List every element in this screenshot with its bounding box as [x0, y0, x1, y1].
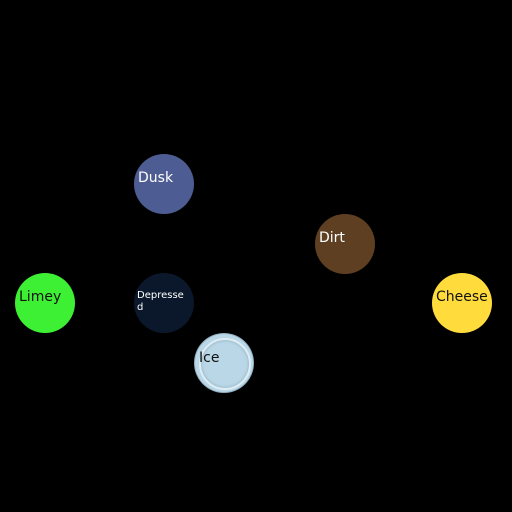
swatch-label-depressed: Depressed	[137, 290, 184, 313]
color-swatch-dusk[interactable]: Dusk	[134, 154, 194, 214]
color-swatch-ice[interactable]: Ice	[194, 333, 254, 393]
color-swatch-limey[interactable]: Limey	[15, 273, 75, 333]
color-swatch-cheese[interactable]: Cheese	[432, 273, 492, 333]
swatch-label-cheese: Cheese	[436, 289, 488, 305]
swatch-label-limey: Limey	[19, 289, 62, 305]
selection-ring-icon	[199, 338, 251, 390]
swatch-label-dusk: Dusk	[138, 170, 174, 186]
swatch-label-ice: Ice	[199, 350, 220, 366]
color-swatch-dirt[interactable]: Dirt	[315, 214, 375, 274]
color-swatch-depressed[interactable]: Depressed	[134, 273, 194, 333]
swatch-label-dirt: Dirt	[319, 230, 345, 246]
